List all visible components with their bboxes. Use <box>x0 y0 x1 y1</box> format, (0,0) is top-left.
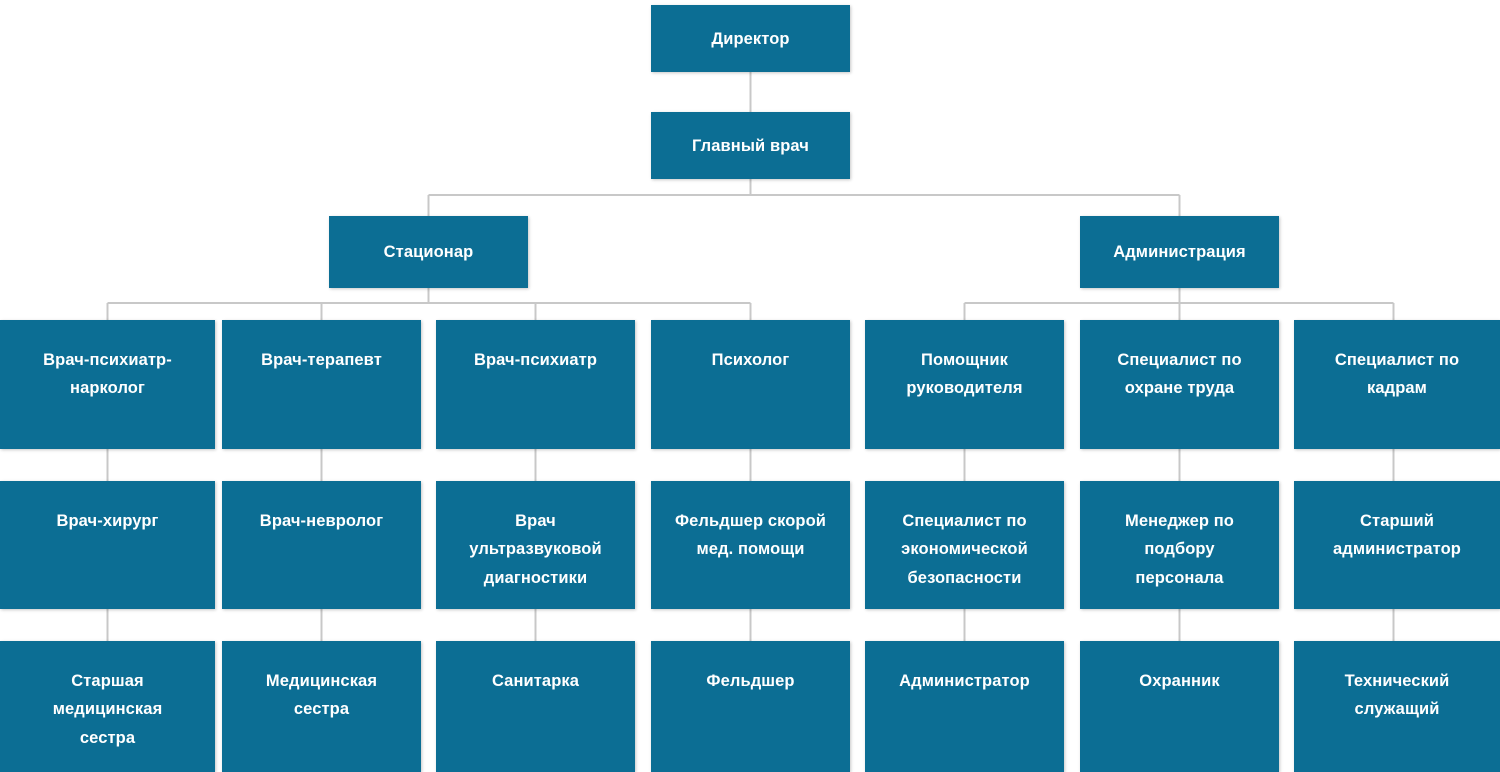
node-label: Администрация <box>1113 243 1246 261</box>
node-label: Главный врач <box>692 137 809 155</box>
node-nurse[interactable]: Медицинская сестра <box>222 641 421 772</box>
node-therapist[interactable]: Врач-терапевт <box>222 320 421 449</box>
node-label: Специалист по экономической безопасности <box>901 512 1028 587</box>
node-label: Администратор <box>899 672 1030 690</box>
node-label: Врач-невролог <box>259 512 384 530</box>
node-label: Фельдшер скорой мед. помощи <box>674 512 827 559</box>
node-label: Врач-психиатр <box>473 351 598 369</box>
node-label: Старшая медицинская сестра <box>52 672 163 747</box>
node-surgeon[interactable]: Врач-хирург <box>0 481 215 609</box>
node-label: Медицинская сестра <box>265 672 378 719</box>
node-label: Специалист по кадрам <box>1334 351 1460 398</box>
node-label: Фельдшер <box>706 672 795 690</box>
node-label: Менеджер по подбору персонала <box>1124 512 1234 587</box>
node-ultrasound-doctor[interactable]: Врач ультразвуковой диагностики <box>436 481 635 609</box>
node-emergency-paramedic[interactable]: Фельдшер скорой мед. помощи <box>651 481 850 609</box>
node-assistant-director[interactable]: Помощник руководителя <box>865 320 1064 449</box>
node-orderly[interactable]: Санитарка <box>436 641 635 772</box>
node-label: Директор <box>711 30 790 48</box>
node-economic-security-specialist[interactable]: Специалист по экономической безопасности <box>865 481 1064 609</box>
node-senior-nurse[interactable]: Старшая медицинская сестра <box>0 641 215 772</box>
node-label: Врач-хирург <box>56 512 159 530</box>
node-psychiatrist-narcologist[interactable]: Врач-психиатр- нарколог <box>0 320 215 449</box>
node-hr-specialist[interactable]: Специалист по кадрам <box>1294 320 1500 449</box>
node-label: Врач-терапевт <box>261 351 382 369</box>
node-labor-safety-specialist[interactable]: Специалист по охране труда <box>1080 320 1279 449</box>
node-senior-administrator[interactable]: Старший администратор <box>1294 481 1500 609</box>
node-label: Стационар <box>383 243 474 261</box>
node-technical-staff[interactable]: Технический служащий <box>1294 641 1500 772</box>
node-psychologist[interactable]: Психолог <box>651 320 850 449</box>
node-label: Помощник руководителя <box>906 351 1023 398</box>
node-director[interactable]: Директор <box>651 5 850 72</box>
node-label: Психолог <box>711 351 790 369</box>
node-neurologist[interactable]: Врач-невролог <box>222 481 421 609</box>
node-label: Врач ультразвуковой диагностики <box>469 512 602 587</box>
node-administrator[interactable]: Администратор <box>865 641 1064 772</box>
node-chief-doctor[interactable]: Главный врач <box>651 112 850 179</box>
node-inpatient[interactable]: Стационар <box>329 216 528 288</box>
node-label: Технический служащий <box>1344 672 1450 719</box>
node-recruitment-manager[interactable]: Менеджер по подбору персонала <box>1080 481 1279 609</box>
node-label: Врач-психиатр- нарколог <box>43 351 172 398</box>
node-paramedic[interactable]: Фельдшер <box>651 641 850 772</box>
node-label: Старший администратор <box>1333 512 1461 559</box>
node-label: Санитарка <box>491 672 580 690</box>
node-guard[interactable]: Охранник <box>1080 641 1279 772</box>
node-label: Специалист по охране труда <box>1117 351 1242 398</box>
node-label: Охранник <box>1139 672 1220 690</box>
node-psychiatrist[interactable]: Врач-психиатр <box>436 320 635 449</box>
node-administration[interactable]: Администрация <box>1080 216 1279 288</box>
